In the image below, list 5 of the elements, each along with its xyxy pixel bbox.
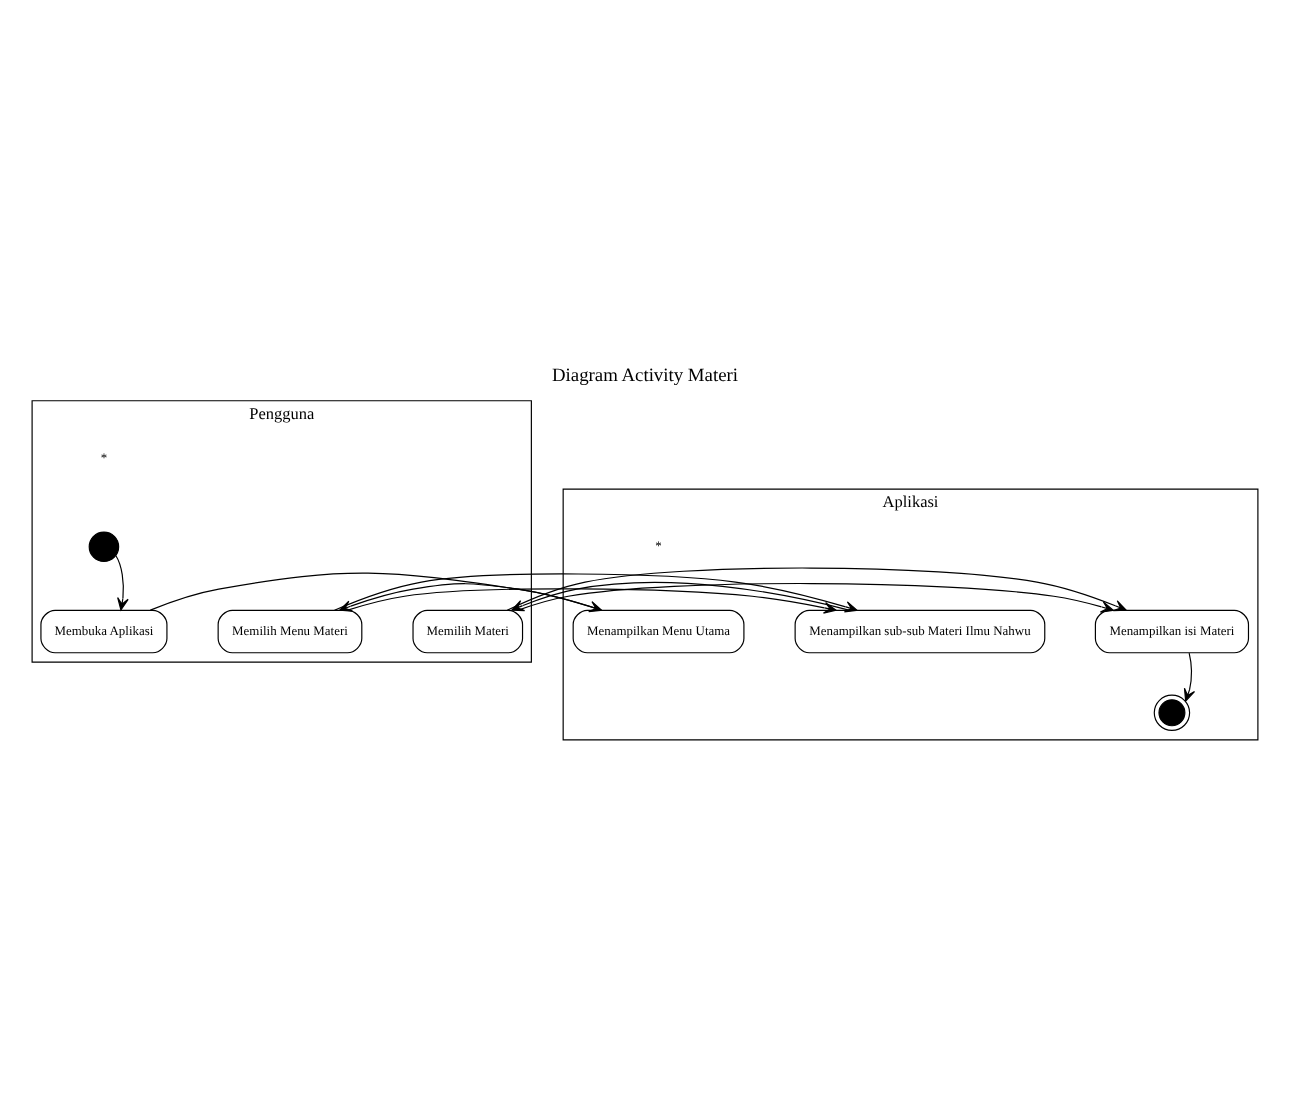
arrow (115, 554, 129, 611)
diagram-title: Diagram Activity Materi (552, 366, 738, 387)
node-bullseye (1153, 694, 1191, 732)
node-circle (88, 531, 120, 563)
arrow (1183, 652, 1196, 702)
